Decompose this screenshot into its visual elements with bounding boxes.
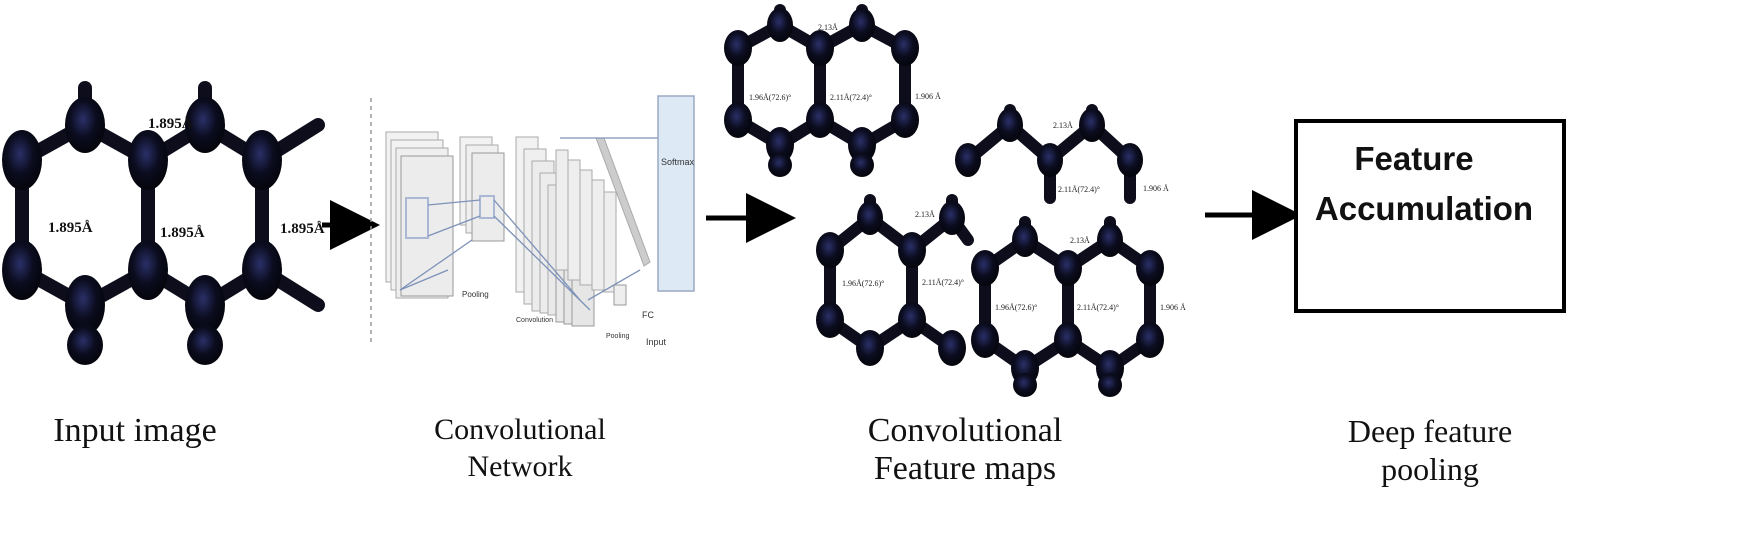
- softmax-panel: [657, 95, 695, 292]
- bond-label-center: 1.895Å: [160, 225, 205, 241]
- conv-stack-1: [385, 131, 454, 299]
- cnn-diagram: Softmax Pooling Convolution Pooling FC I…: [370, 95, 695, 347]
- conv-stack-4: [555, 149, 627, 306]
- caption-cnn: Convolutional Network: [410, 411, 630, 485]
- fm-top-label-1: 2.13Å: [818, 23, 838, 32]
- caption-feature-maps: Convolutional Feature maps: [855, 412, 1075, 488]
- fm-bl-label-1: 2.13Å: [915, 210, 935, 219]
- fm-top-label-3: 2.11Å(72.4)°: [830, 93, 872, 102]
- feature-map-bottom-right: 2.13Å 1.96Å(72.6)° 2.11Å(72.4)° 1.906 Å: [971, 216, 1186, 397]
- caption-maps-line1: Convolutional: [867, 412, 1063, 449]
- pooling-label-2: Pooling: [606, 333, 629, 340]
- box-title-line1: Feature: [1354, 140, 1473, 177]
- caption-cnn-line2: Network: [467, 450, 573, 483]
- atom-group: [2, 97, 282, 365]
- feature-map-mid: 2.13Å 2.11Å(72.4)° 1.906 Å: [955, 104, 1169, 204]
- fc-label: FC: [642, 310, 654, 320]
- fm-br-label-4: 1.906 Å: [1160, 303, 1186, 312]
- fm-top-label-4: 1.906 Å: [915, 92, 941, 101]
- input-label: Input: [646, 337, 667, 347]
- fm-br-label-3: 2.11Å(72.4)°: [1077, 303, 1119, 312]
- fm-mid-label-1: 2.13Å: [1053, 121, 1073, 130]
- feature-map-bottom-left: 2.13Å 1.96Å(72.6)° 2.11Å(72.4)°: [816, 194, 974, 366]
- bond-label-right: 1.895Å: [280, 221, 325, 237]
- feature-map-top: 2.13Å 1.96Å(72.6)° 2.11Å(72.4)° 1.906 Å: [724, 4, 941, 177]
- feature-accumulation-box: Feature Accumulation: [1294, 119, 1566, 313]
- caption-cnn-line1: Convolutional: [434, 413, 606, 446]
- caption-deep-pooling: Deep feature pooling: [1320, 412, 1540, 488]
- input-molecule: 1.895Å 1.895Å 1.895Å 1.895Å: [2, 81, 325, 365]
- bond-label-left: 1.895Å: [48, 220, 93, 236]
- bond-label-top: 1.895Å: [148, 116, 193, 132]
- fm-mid-label-2: 2.11Å(72.4)°: [1058, 185, 1100, 194]
- box-title-line2: Accumulation: [1315, 190, 1533, 227]
- pooling-label-1: Pooling: [462, 290, 489, 299]
- convolution-label: Convolution: [516, 317, 553, 324]
- fm-bl-label-2: 1.96Å(72.6)°: [842, 279, 884, 288]
- fm-top-label-2: 1.96Å(72.6)°: [749, 93, 791, 102]
- softmax-label: Softmax: [661, 157, 695, 167]
- caption-pool-line1: Deep feature: [1347, 413, 1513, 449]
- fm-mid-label-3: 1.906 Å: [1143, 184, 1169, 193]
- caption-pool-line2: pooling: [1381, 451, 1479, 487]
- caption-maps-line2: Feature maps: [873, 450, 1057, 487]
- fm-bl-label-3: 2.11Å(72.4)°: [922, 278, 964, 287]
- fm-br-label-2: 1.96Å(72.6)°: [995, 303, 1037, 312]
- caption-input-image: Input image: [53, 412, 217, 449]
- fm-br-label-1: 2.13Å: [1070, 236, 1090, 245]
- conv-stack-2: [459, 136, 505, 242]
- connections: [399, 137, 660, 311]
